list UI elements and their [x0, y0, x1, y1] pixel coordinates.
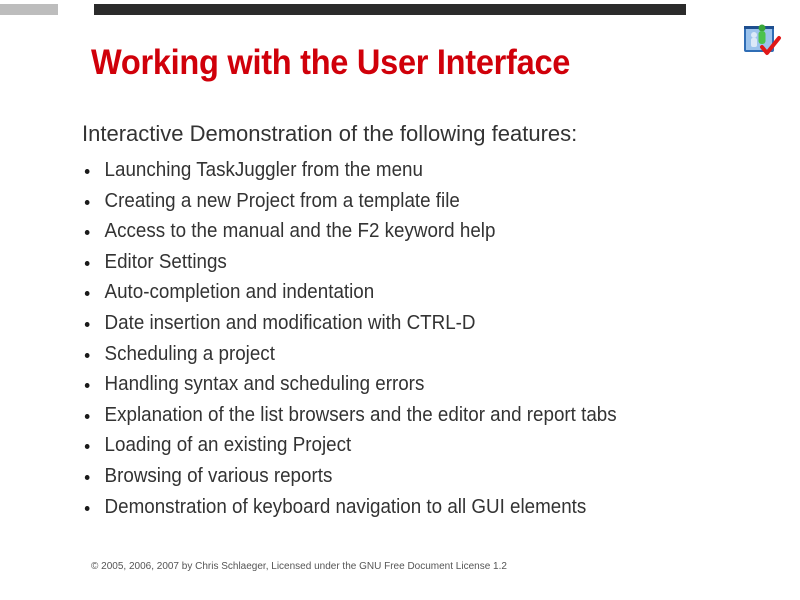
- bullet-icon: [84, 383, 90, 389]
- bullet-icon: [84, 260, 90, 266]
- list-item: Explanation of the list browsers and the…: [82, 400, 617, 431]
- bullet-icon: [84, 474, 90, 480]
- bullet-icon: [84, 321, 90, 327]
- list-item: Launching TaskJuggler from the menu: [82, 155, 617, 186]
- slide-title: Working with the User Interface: [91, 43, 571, 82]
- list-item: Creating a new Project from a template f…: [82, 186, 617, 217]
- list-item: Scheduling a project: [82, 339, 617, 370]
- list-item: Access to the manual and the F2 keyword …: [82, 216, 617, 247]
- top-decor-bar-gray: [0, 4, 58, 15]
- bullet-icon: [84, 230, 90, 236]
- list-item: Loading of an existing Project: [82, 430, 617, 461]
- bullet-icon: [84, 291, 90, 297]
- bullet-icon: [84, 199, 90, 205]
- list-item: Handling syntax and scheduling errors: [82, 369, 617, 400]
- bullet-icon: [84, 169, 90, 174]
- copyright-footer: © 2005, 2006, 2007 by Chris Schlaeger, L…: [91, 561, 507, 572]
- taskjuggler-logo-icon: [742, 20, 782, 56]
- bullet-icon: [84, 505, 90, 511]
- top-decor-bar-dark: [94, 4, 686, 15]
- list-item: Editor Settings: [82, 247, 617, 278]
- list-item: Date insertion and modification with CTR…: [82, 308, 617, 339]
- list-item: Demonstration of keyboard navigation to …: [82, 492, 617, 523]
- feature-list: Launching TaskJuggler from the menu Crea…: [82, 155, 651, 522]
- list-item: Auto-completion and indentation: [82, 277, 617, 308]
- slide-intro: Interactive Demonstration of the followi…: [82, 121, 578, 146]
- bullet-icon: [84, 444, 90, 450]
- list-item: Browsing of various reports: [82, 461, 617, 492]
- bullet-icon: [84, 413, 90, 419]
- bullet-icon: [84, 352, 90, 358]
